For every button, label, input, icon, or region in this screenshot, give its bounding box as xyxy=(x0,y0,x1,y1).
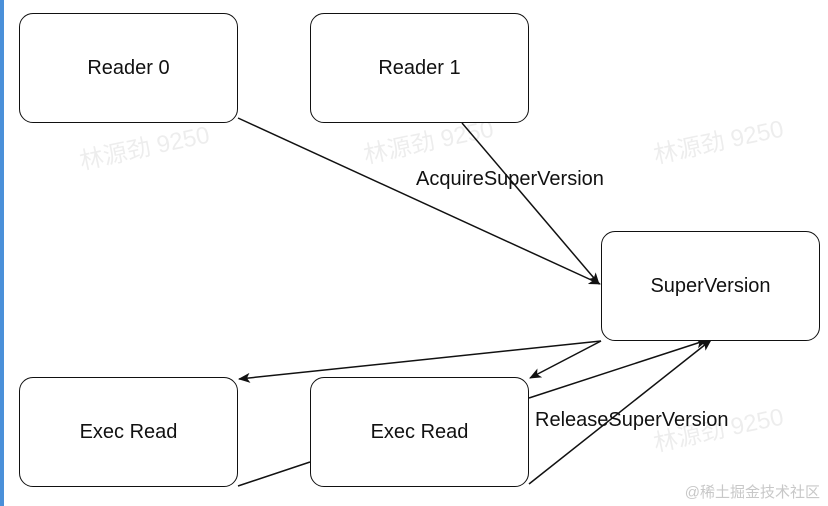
reader-0-label: Reader 0 xyxy=(87,56,170,79)
reader-1-node: Reader 1 xyxy=(310,13,529,123)
site-watermark: @稀土掘金技术社区 xyxy=(684,484,820,501)
release-superversion-label: ReleaseSuperVersion xyxy=(535,409,729,431)
edge-exec1-to-superversion xyxy=(528,338,708,399)
superversion-label: SuperVersion xyxy=(650,274,771,297)
edge-reader0-to-superversion xyxy=(237,117,601,285)
reader-1-label: Reader 1 xyxy=(378,56,461,79)
exec-read-node-left: Exec Read xyxy=(19,377,238,487)
acquire-superversion-label: AcquireSuperVersion xyxy=(416,168,604,190)
edge-exec1-bottom-to-superversion xyxy=(528,339,712,485)
edge-exec0-to-exec1 xyxy=(237,461,311,487)
edge-reader1-to-superversion xyxy=(461,122,600,285)
superversion-node: SuperVersion xyxy=(601,231,820,341)
exec-read-label-right: Exec Read xyxy=(370,420,469,443)
reader-0-node: Reader 0 xyxy=(19,13,238,123)
edge-superversion-to-exec1 xyxy=(529,340,602,379)
left-accent-bar xyxy=(0,0,4,506)
exec-read-label-left: Exec Read xyxy=(79,420,178,443)
edge-superversion-to-exec0 xyxy=(238,340,602,383)
exec-read-node-right: Exec Read xyxy=(310,377,529,487)
